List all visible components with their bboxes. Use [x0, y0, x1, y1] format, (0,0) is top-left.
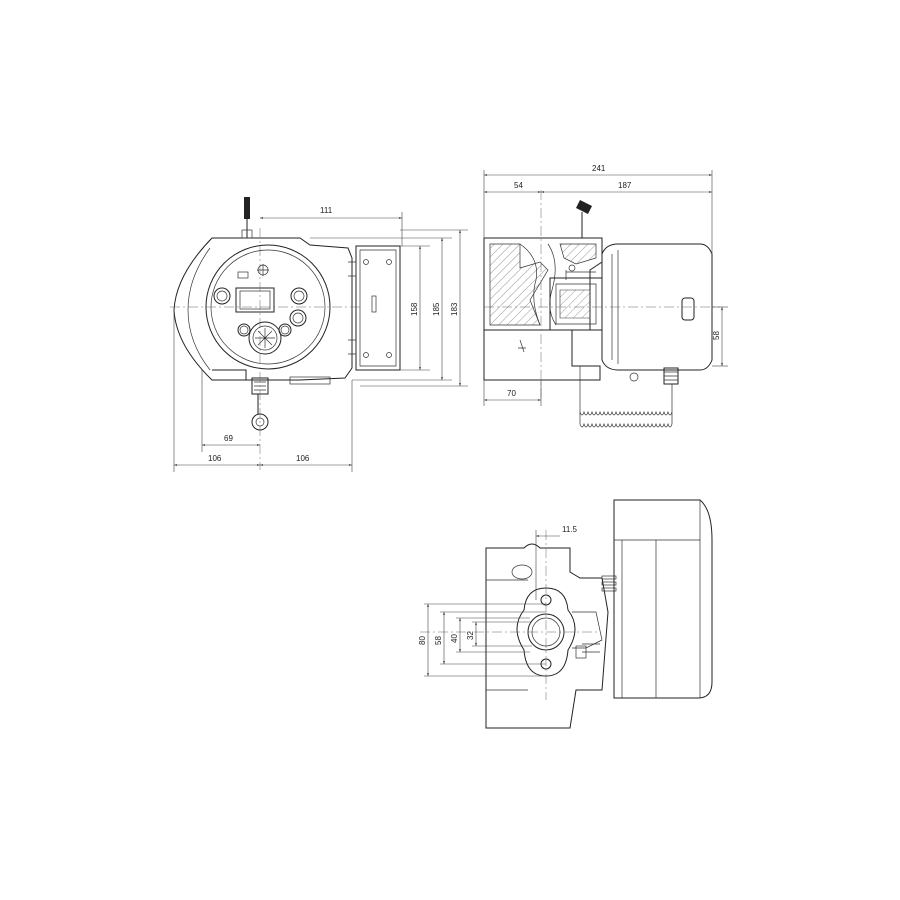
dim-32: 32: [466, 631, 475, 640]
dim-69: 69: [224, 434, 233, 443]
dim-80: 80: [418, 636, 427, 645]
dim-241: 241: [592, 164, 606, 173]
dim-54: 54: [514, 181, 523, 190]
dim-183: 183: [450, 302, 459, 316]
dim-187: 187: [618, 181, 632, 190]
dim-106-right: 106: [296, 454, 310, 463]
dim-106-left: 106: [208, 454, 222, 463]
dim-11-5: 11.5: [562, 525, 578, 534]
dim-70: 70: [507, 389, 516, 398]
bottom-view: 11.5 80 58 40 32: [418, 499, 713, 729]
dim-111: 111: [320, 206, 333, 215]
side-view: 241 54 187 58 70: [483, 164, 728, 428]
dim-40: 40: [450, 634, 459, 643]
dim-58-side: 58: [712, 331, 721, 340]
dim-158: 158: [410, 302, 419, 316]
front-view: 111 158 185 183 69 106 106: [170, 197, 468, 472]
dim-58-flange: 58: [434, 636, 443, 645]
dim-185: 185: [432, 302, 441, 316]
